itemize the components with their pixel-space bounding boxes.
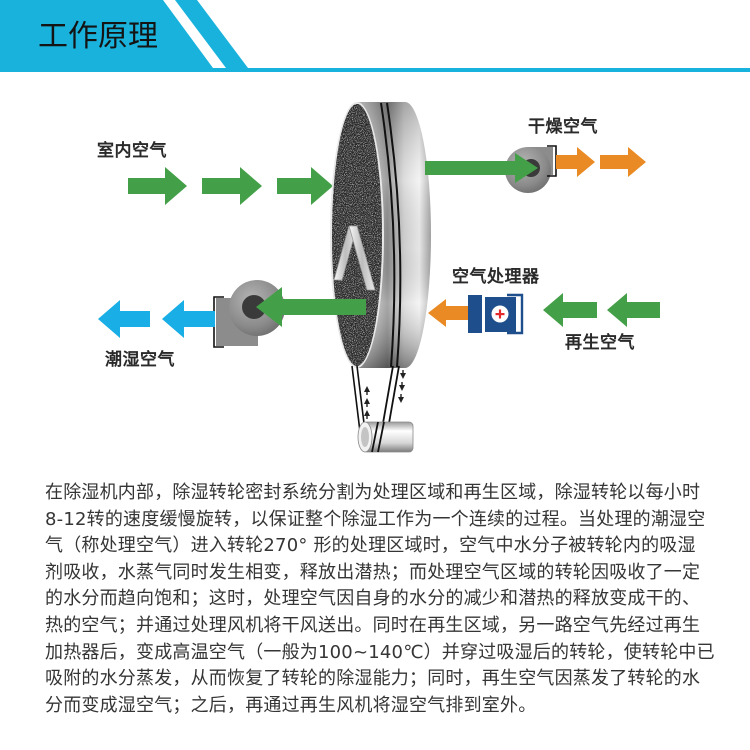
section-title: 工作原理 xyxy=(38,19,158,54)
description-line: 吸附的水分蒸发，从而恢复了转轮的除湿能力；同时，再生空气因蒸发了转轮的水 xyxy=(45,668,701,690)
regen-air-arrows xyxy=(543,293,660,327)
heater-icon xyxy=(468,293,524,335)
diagram-canvas xyxy=(98,102,660,453)
description-line: 剂吸收，水蒸气同时发生相变，释放出潜热；而处理空气区域的转轮因吸收了一定 xyxy=(45,561,701,583)
drive-pulley xyxy=(357,421,414,453)
label-air-processor: 空气处理器 xyxy=(452,267,540,287)
description-line: 分而变成湿空气；之后，再通过再生风机将湿空气排到室外。 xyxy=(45,694,537,716)
label-moist-air: 潮湿空气 xyxy=(105,350,175,370)
arrow-right-icon xyxy=(556,147,595,177)
header-banner-shape xyxy=(0,0,750,72)
arrow-right-icon xyxy=(202,167,262,205)
desiccant-rotor-wheel xyxy=(330,102,431,368)
arrow-left-icon xyxy=(162,300,215,338)
arrow-right-icon xyxy=(277,167,333,205)
regen-fan-icon xyxy=(213,280,285,348)
description-line: 热的空气；并通过处理风机将干风送出。同时在再生区域，另一路空气先经过再生 xyxy=(45,614,701,636)
description-line: 加热器后，变成高温空气（一般为100~140℃）并穿过吸湿后的转轮，使转轮中已 xyxy=(45,641,715,663)
arrow-left-icon xyxy=(543,293,597,327)
section-header: 工作原理 xyxy=(0,0,750,74)
arrow-right-icon xyxy=(128,167,187,205)
working-principle-diagram: 室内空气 干燥空气 空气处理器 再生空气 潮湿空气 xyxy=(97,102,660,453)
label-dry-air: 干燥空气 xyxy=(528,117,598,137)
description-line: 在除湿机内部，除湿转轮密封系统分割为处理区域和再生区域，除湿转轮以每小时 xyxy=(45,482,701,503)
moist-air-arrows xyxy=(98,300,215,338)
seal-divider xyxy=(333,225,376,291)
description-paragraph: 在除湿机内部，除湿转轮密封系统分割为处理区域和再生区域，除湿转轮以每小时 8-1… xyxy=(45,480,735,719)
rotation-arrows-icon xyxy=(364,370,406,419)
label-indoor-air: 室内空气 xyxy=(97,141,167,161)
dry-air-arrows xyxy=(556,147,646,177)
process-outlet-arrow xyxy=(425,153,538,183)
description-line: 8-12转的速度缓慢旋转，以保证整个除湿工作为一个连续的过程。当处理的潮湿空 xyxy=(45,508,706,530)
arrow-left-icon xyxy=(98,300,150,338)
description-line: 的水分而趋向饱和；这时，处理空气因自身的水分的减少和潜热的释放变成干的、 xyxy=(45,588,701,610)
heated-air-arrow xyxy=(428,299,472,327)
label-regen-air: 再生空气 xyxy=(565,333,635,353)
arrow-left-icon xyxy=(607,293,660,327)
arrow-right-icon xyxy=(600,147,646,177)
description-line: 气（称处理空气）进入转轮270° 形的处理区域时，空气中水分子被转轮内的吸湿 xyxy=(45,535,696,557)
regen-outlet-arrow xyxy=(256,287,366,327)
indoor-air-arrows xyxy=(128,167,333,205)
